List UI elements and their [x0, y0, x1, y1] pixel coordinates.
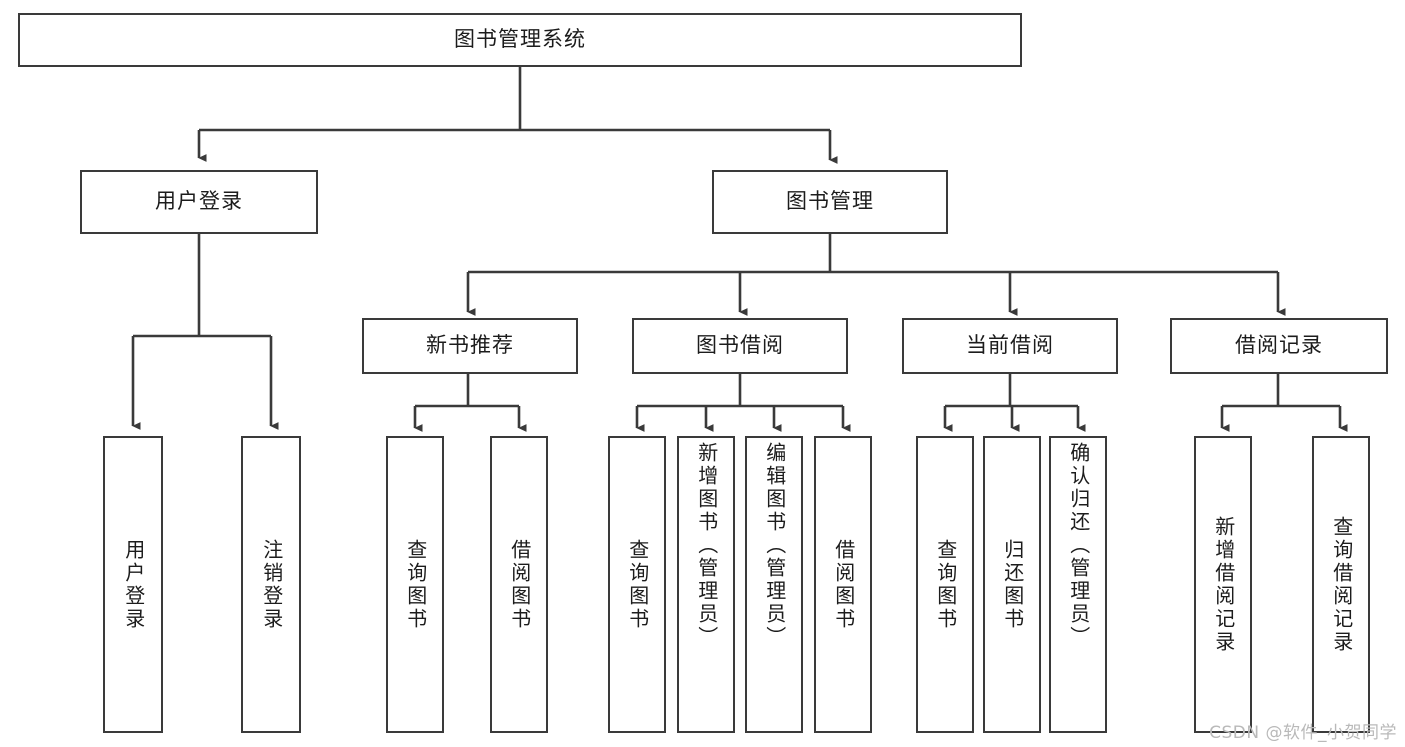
leaf-book-borrow-edit-label: 编辑图书（管理员）	[762, 442, 787, 649]
leaf-new-book-borrow[interactable]: 借阅图书	[490, 436, 548, 733]
node-book-manage[interactable]: 图书管理	[712, 170, 948, 234]
leaf-book-borrow-query-label: 查询图书	[625, 538, 650, 631]
leaf-book-borrow-edit[interactable]: 编辑图书（管理员）	[745, 436, 803, 733]
leaf-borrow-record-add-label: 新增借阅记录	[1211, 515, 1236, 654]
node-book-borrow[interactable]: 图书借阅	[632, 318, 848, 374]
node-borrow-record[interactable]: 借阅记录	[1170, 318, 1388, 374]
node-user-login-label: 用户登录	[155, 189, 243, 214]
leaf-user-login-login-label: 用户登录	[121, 538, 146, 631]
leaf-borrow-record-add[interactable]: 新增借阅记录	[1194, 436, 1252, 733]
node-new-book-recommend[interactable]: 新书推荐	[362, 318, 578, 374]
leaf-new-book-borrow-label: 借阅图书	[507, 538, 532, 631]
leaf-book-borrow-query[interactable]: 查询图书	[608, 436, 666, 733]
leaf-user-login-logout[interactable]: 注销登录	[241, 436, 301, 733]
node-borrow-record-label: 借阅记录	[1235, 333, 1323, 358]
leaf-book-borrow-add[interactable]: 新增图书（管理员）	[677, 436, 735, 733]
node-root-system[interactable]: 图书管理系统	[18, 13, 1022, 67]
leaf-borrow-record-query-label: 查询借阅记录	[1329, 515, 1354, 654]
leaf-current-borrow-confirm-label: 确认归还（管理员）	[1066, 442, 1091, 649]
leaf-current-borrow-confirm[interactable]: 确认归还（管理员）	[1049, 436, 1107, 733]
leaf-book-borrow-borrow-label: 借阅图书	[831, 538, 856, 631]
node-current-borrow[interactable]: 当前借阅	[902, 318, 1118, 374]
leaf-new-book-query[interactable]: 查询图书	[386, 436, 444, 733]
node-current-borrow-label: 当前借阅	[966, 333, 1054, 358]
leaf-new-book-query-label: 查询图书	[403, 538, 428, 631]
node-book-borrow-label: 图书借阅	[696, 333, 784, 358]
leaf-book-borrow-borrow[interactable]: 借阅图书	[814, 436, 872, 733]
leaf-current-borrow-return-label: 归还图书	[1000, 538, 1025, 631]
leaf-current-borrow-return[interactable]: 归还图书	[983, 436, 1041, 733]
node-book-manage-label: 图书管理	[786, 189, 874, 214]
leaf-borrow-record-query[interactable]: 查询借阅记录	[1312, 436, 1370, 733]
leaf-user-login-logout-label: 注销登录	[259, 538, 284, 631]
node-new-book-recommend-label: 新书推荐	[426, 333, 514, 358]
leaf-current-borrow-query[interactable]: 查询图书	[916, 436, 974, 733]
leaf-user-login-login[interactable]: 用户登录	[103, 436, 163, 733]
node-root-system-label: 图书管理系统	[454, 27, 586, 52]
leaf-current-borrow-query-label: 查询图书	[933, 538, 958, 631]
csdn-watermark: CSDN @软件_小贺同学	[1209, 723, 1397, 743]
leaf-book-borrow-add-label: 新增图书（管理员）	[694, 442, 719, 649]
node-user-login[interactable]: 用户登录	[80, 170, 318, 234]
